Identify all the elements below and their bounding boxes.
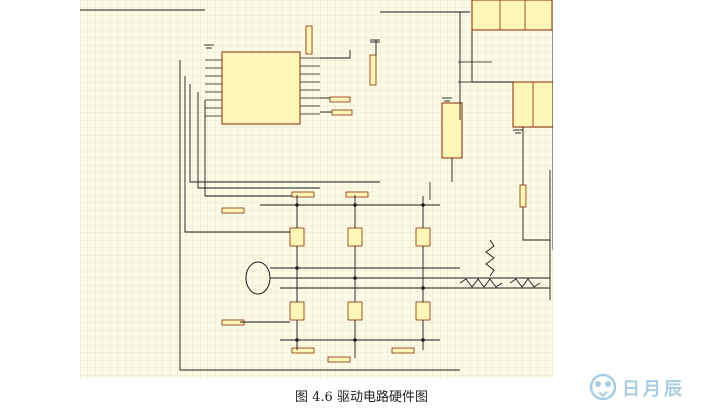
- mosfet-bridge: [289, 227, 431, 321]
- schematic-grid: [80, 0, 553, 378]
- driver-ic: [205, 51, 320, 125]
- battery: [519, 184, 527, 208]
- coils: [459, 239, 541, 288]
- driver-circuit-schematic: [80, 0, 554, 378]
- owl-logo-icon: [589, 373, 617, 401]
- figure-caption: 图 4.6 驱动电路硬件图: [295, 390, 428, 405]
- resistors: [221, 25, 415, 363]
- top-connector-block: [471, 0, 553, 31]
- watermark-text: 日月辰: [622, 379, 685, 400]
- wiring: [80, 9, 554, 371]
- right-module: [512, 81, 554, 128]
- watermark: 日月辰: [588, 372, 718, 402]
- regulator-block: [441, 102, 463, 159]
- ground-symbols: [204, 39, 523, 134]
- junction-dots: [295, 203, 425, 342]
